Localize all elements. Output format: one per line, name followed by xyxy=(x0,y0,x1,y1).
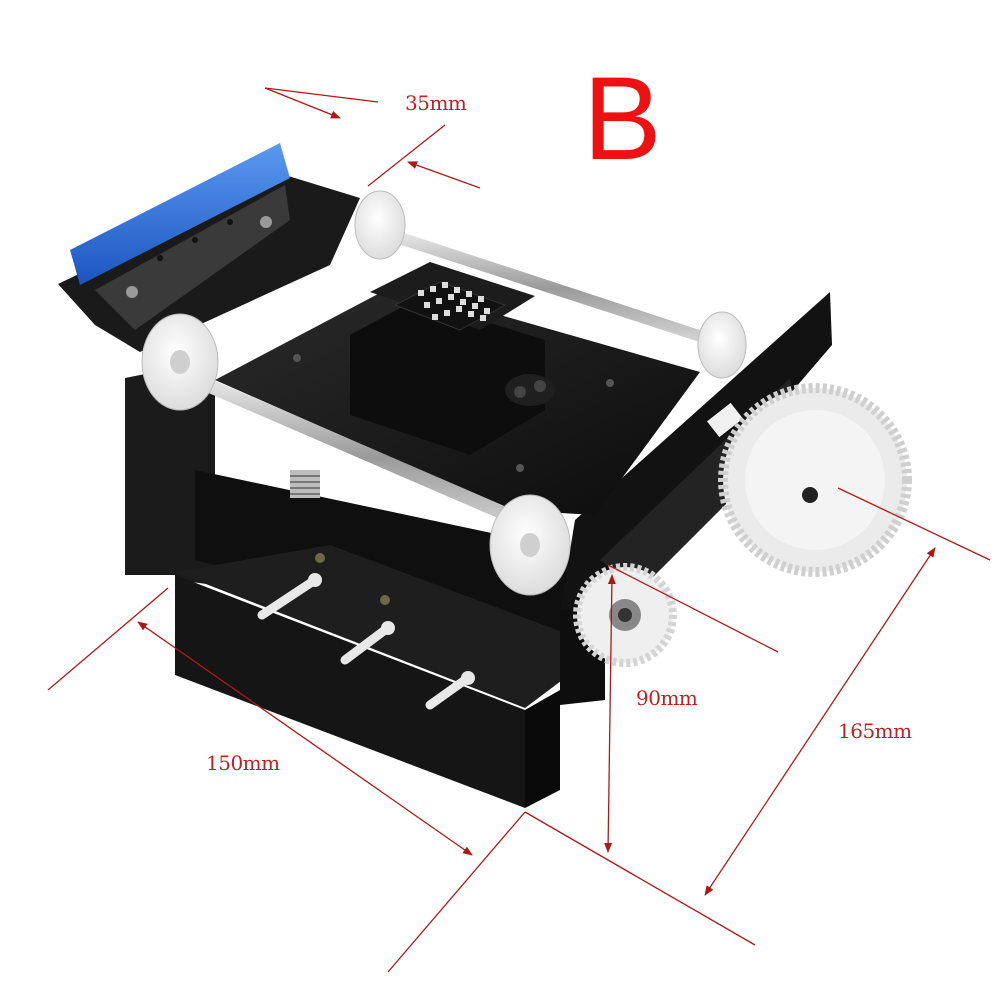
screw xyxy=(315,553,325,563)
dim-ext-150mm-right xyxy=(387,811,526,973)
nozzle-grid xyxy=(418,282,490,321)
dim-ext-150mm-left xyxy=(47,587,169,691)
dim-arrow-35mm-right xyxy=(407,161,481,189)
capping-station xyxy=(350,262,555,455)
label-sticker xyxy=(707,402,743,438)
rollers xyxy=(141,190,747,596)
gears xyxy=(573,383,912,667)
dim-ext-165mm-bottom xyxy=(524,811,756,946)
dim-arrow-35mm-left xyxy=(264,87,341,119)
dim-arrow-165mm xyxy=(704,547,936,896)
dim-line-35mm-ext2 xyxy=(367,124,446,187)
roller-wheel xyxy=(354,190,406,260)
screw xyxy=(126,286,138,298)
dimension-label-165mm: 165mm xyxy=(838,719,912,743)
dimension-label-150mm: 150mm xyxy=(206,751,280,775)
screw xyxy=(380,595,390,605)
wiper-blade xyxy=(70,143,290,285)
dimension-label-90mm: 90mm xyxy=(636,686,698,710)
guide-rods xyxy=(190,225,730,545)
dimension-lines xyxy=(47,87,991,973)
screw xyxy=(260,216,272,228)
left-wall xyxy=(125,360,215,585)
slot xyxy=(257,577,317,620)
right-side-plate xyxy=(560,292,832,612)
dim-arrow-90mm xyxy=(604,574,616,853)
dim-arrow-150mm xyxy=(137,621,473,856)
dim-line-35mm-ext xyxy=(264,87,379,103)
spring xyxy=(290,470,320,498)
roller-wheel xyxy=(697,311,747,379)
dim-ext-165mm-top xyxy=(837,487,991,561)
dimension-label-35mm: 35mm xyxy=(405,91,467,115)
ink-tray xyxy=(58,143,360,352)
variant-letter: B xyxy=(583,53,662,185)
